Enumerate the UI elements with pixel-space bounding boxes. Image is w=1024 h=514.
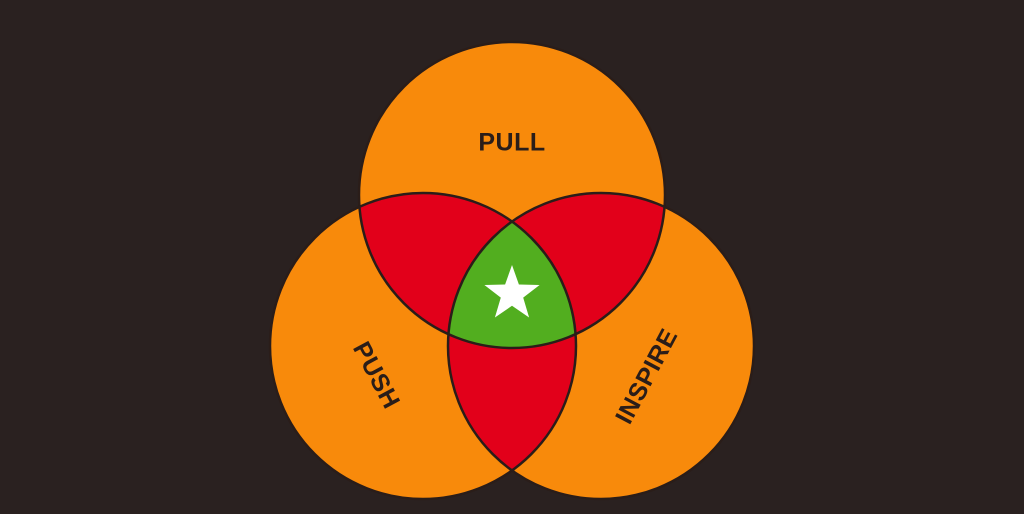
label-pull: PULL	[478, 129, 545, 157]
circle-outlines	[268, 40, 756, 501]
star-icon	[484, 265, 540, 318]
overlap-center	[448, 193, 576, 348]
